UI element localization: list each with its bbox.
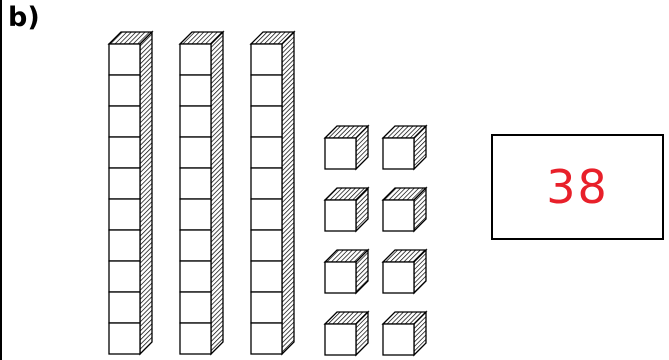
rod-unit-cube [109, 75, 140, 106]
rod-unit-cube [251, 106, 282, 137]
rod-unit-cube [109, 44, 140, 75]
ones-cube [325, 126, 368, 169]
rod-unit-cube [109, 323, 140, 354]
ones-cube [325, 250, 368, 293]
rod-unit-cube [180, 44, 211, 75]
rod-unit-cube [180, 261, 211, 292]
ones-cube [325, 188, 368, 231]
rod-unit-cube [251, 199, 282, 230]
rod-unit-cube [180, 199, 211, 230]
rod-unit-cube [180, 292, 211, 323]
rod-unit-cube [251, 292, 282, 323]
rod-unit-cube [251, 261, 282, 292]
rod-unit-cube [180, 168, 211, 199]
rod-unit-cube [109, 199, 140, 230]
ones-cube [325, 312, 368, 355]
rod-unit-cube [251, 44, 282, 75]
tens-rod [251, 32, 294, 354]
rod-unit-cube [251, 323, 282, 354]
rod-unit-cube [109, 106, 140, 137]
ones-cube [383, 312, 426, 355]
rod-unit-cube [109, 261, 140, 292]
rod-unit-cube [109, 292, 140, 323]
rod-unit-cube [180, 106, 211, 137]
tens-rod [180, 32, 223, 354]
rod-unit-cube [109, 230, 140, 261]
rod-unit-cube [251, 75, 282, 106]
rod-unit-cube [180, 230, 211, 261]
rod-unit-cube [180, 75, 211, 106]
answer-value: 38 [546, 160, 609, 214]
rod-unit-cube [109, 168, 140, 199]
rod-unit-cube [180, 323, 211, 354]
rod-unit-cube [180, 137, 211, 168]
answer-box: 38 [491, 134, 664, 240]
rod-unit-cube [109, 137, 140, 168]
rod-unit-cube [251, 137, 282, 168]
tens-rod [109, 32, 152, 354]
ones-cube [383, 126, 426, 169]
rod-unit-cube [251, 168, 282, 199]
ones-cube [383, 250, 426, 293]
ones-cube [383, 188, 426, 231]
rod-unit-cube [251, 230, 282, 261]
